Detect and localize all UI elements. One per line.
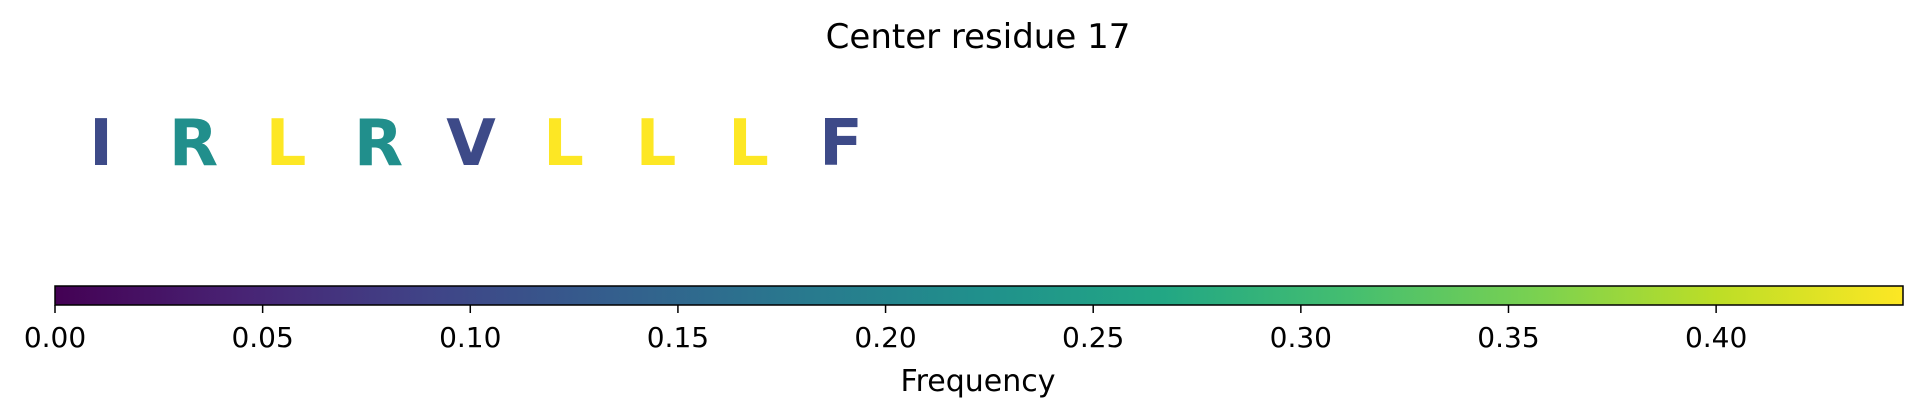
residue-letter-4: R: [354, 107, 403, 181]
colorbar-label: Frequency: [901, 364, 1056, 399]
colorbar-tick-label: 0.35: [1477, 321, 1539, 354]
colorbar-tick-label: 0.25: [1062, 321, 1124, 354]
colorbar-tick-label: 0.40: [1685, 321, 1747, 354]
colorbar-tick-label: 0.10: [439, 321, 501, 354]
colorbar-tick-label: 0.00: [24, 321, 86, 354]
residue-letter-3: L: [266, 107, 307, 181]
residue-letter-9: F: [819, 107, 863, 181]
residue-letter-7: L: [636, 107, 677, 181]
colorbar-tick-label: 0.05: [231, 321, 293, 354]
residue-letter-5: V: [446, 107, 496, 181]
colorbar-tick-label: 0.15: [647, 321, 709, 354]
residue-letter-6: L: [543, 107, 584, 181]
colorbar-tick-label: 0.30: [1270, 321, 1332, 354]
colorbar-tick-label: 0.20: [854, 321, 916, 354]
chart-title: Center residue 17: [826, 17, 1131, 57]
colorbar: [54, 285, 1904, 306]
colorbar-ticks: 0.00 0.05 0.10 0.15 0.20 0.25 0.30 0.35 0.40: [24, 305, 1747, 354]
residue-letter-1: I: [89, 107, 113, 181]
colorbar-gradient: [54, 285, 1904, 306]
residue-letter-2: R: [169, 107, 218, 181]
residue-letter-8: L: [728, 107, 769, 181]
